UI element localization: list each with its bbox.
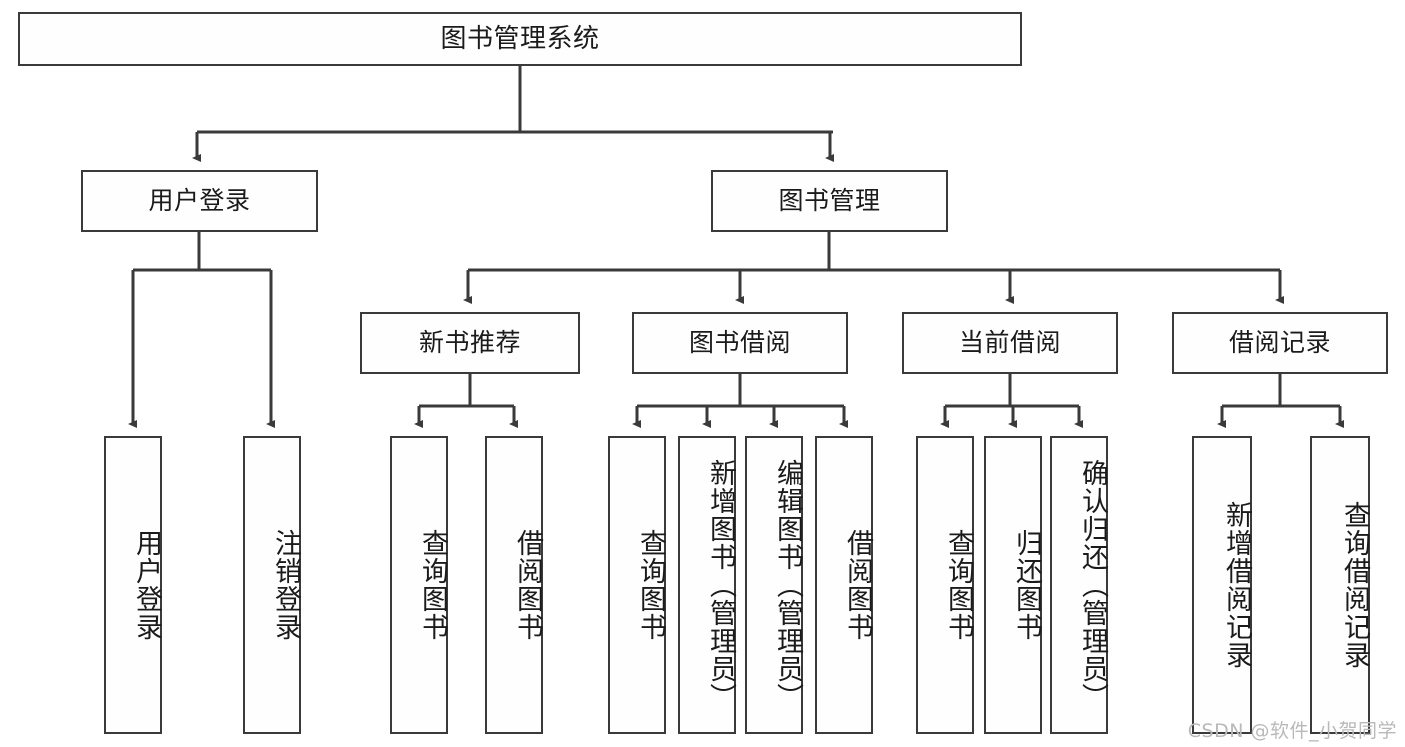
node-book-borrow[interactable]: 图书借阅 (632, 312, 848, 374)
leaf-newbook-borrow-book-label: 借阅图书 (512, 529, 543, 641)
leaf-borrow-add-book[interactable]: 新增图书（管理员） (678, 436, 736, 734)
leaf-logout[interactable]: 注销登录 (243, 436, 301, 734)
leaf-borrow-query-book-label: 查询图书 (635, 529, 666, 641)
node-book-borrow-label: 图书借阅 (688, 328, 791, 358)
leaf-record-query-label: 查询借阅记录 (1339, 501, 1370, 669)
leaf-newbook-query-book-label: 查询图书 (417, 529, 448, 641)
node-current-borrow[interactable]: 当前借阅 (902, 312, 1118, 374)
leaf-borrow-query-book[interactable]: 查询图书 (608, 436, 666, 734)
node-book-management[interactable]: 图书管理 (711, 170, 948, 232)
leaf-borrow-borrow-book-label: 借阅图书 (842, 529, 873, 641)
node-new-book-recommend[interactable]: 新书推荐 (360, 312, 580, 374)
leaf-logout-label: 注销登录 (270, 529, 301, 641)
node-current-borrow-label: 当前借阅 (958, 328, 1061, 358)
leaf-current-return-book[interactable]: 归还图书 (984, 436, 1042, 734)
leaf-current-return-book-label: 归还图书 (1011, 529, 1042, 641)
leaf-record-add[interactable]: 新增借阅记录 (1192, 436, 1252, 734)
leaf-borrow-edit-book[interactable]: 编辑图书（管理员） (745, 436, 803, 734)
node-root[interactable]: 图书管理系统 (18, 12, 1022, 66)
leaf-record-add-label: 新增借阅记录 (1221, 501, 1252, 669)
node-user-login-label: 用户登录 (148, 186, 251, 216)
leaf-current-confirm-return-label: 确认归还（管理员） (1077, 459, 1108, 711)
node-borrow-record[interactable]: 借阅记录 (1172, 312, 1388, 374)
leaf-newbook-query-book[interactable]: 查询图书 (390, 436, 448, 734)
leaf-user-login-label: 用户登录 (131, 529, 162, 641)
node-borrow-record-label: 借阅记录 (1228, 328, 1331, 358)
leaf-newbook-borrow-book[interactable]: 借阅图书 (485, 436, 543, 734)
node-root-label: 图书管理系统 (440, 23, 600, 54)
leaf-current-query-book-label: 查询图书 (943, 529, 974, 641)
leaf-borrow-add-book-label: 新增图书（管理员） (705, 459, 736, 711)
node-book-management-label: 图书管理 (778, 186, 881, 216)
leaf-user-login[interactable]: 用户登录 (104, 436, 162, 734)
leaf-borrow-borrow-book[interactable]: 借阅图书 (815, 436, 873, 734)
leaf-borrow-edit-book-label: 编辑图书（管理员） (772, 459, 803, 711)
node-new-book-recommend-label: 新书推荐 (418, 328, 521, 358)
leaf-current-query-book[interactable]: 查询图书 (916, 436, 974, 734)
leaf-record-query[interactable]: 查询借阅记录 (1310, 436, 1370, 734)
node-user-login[interactable]: 用户登录 (81, 170, 318, 232)
leaf-current-confirm-return[interactable]: 确认归还（管理员） (1050, 436, 1108, 734)
